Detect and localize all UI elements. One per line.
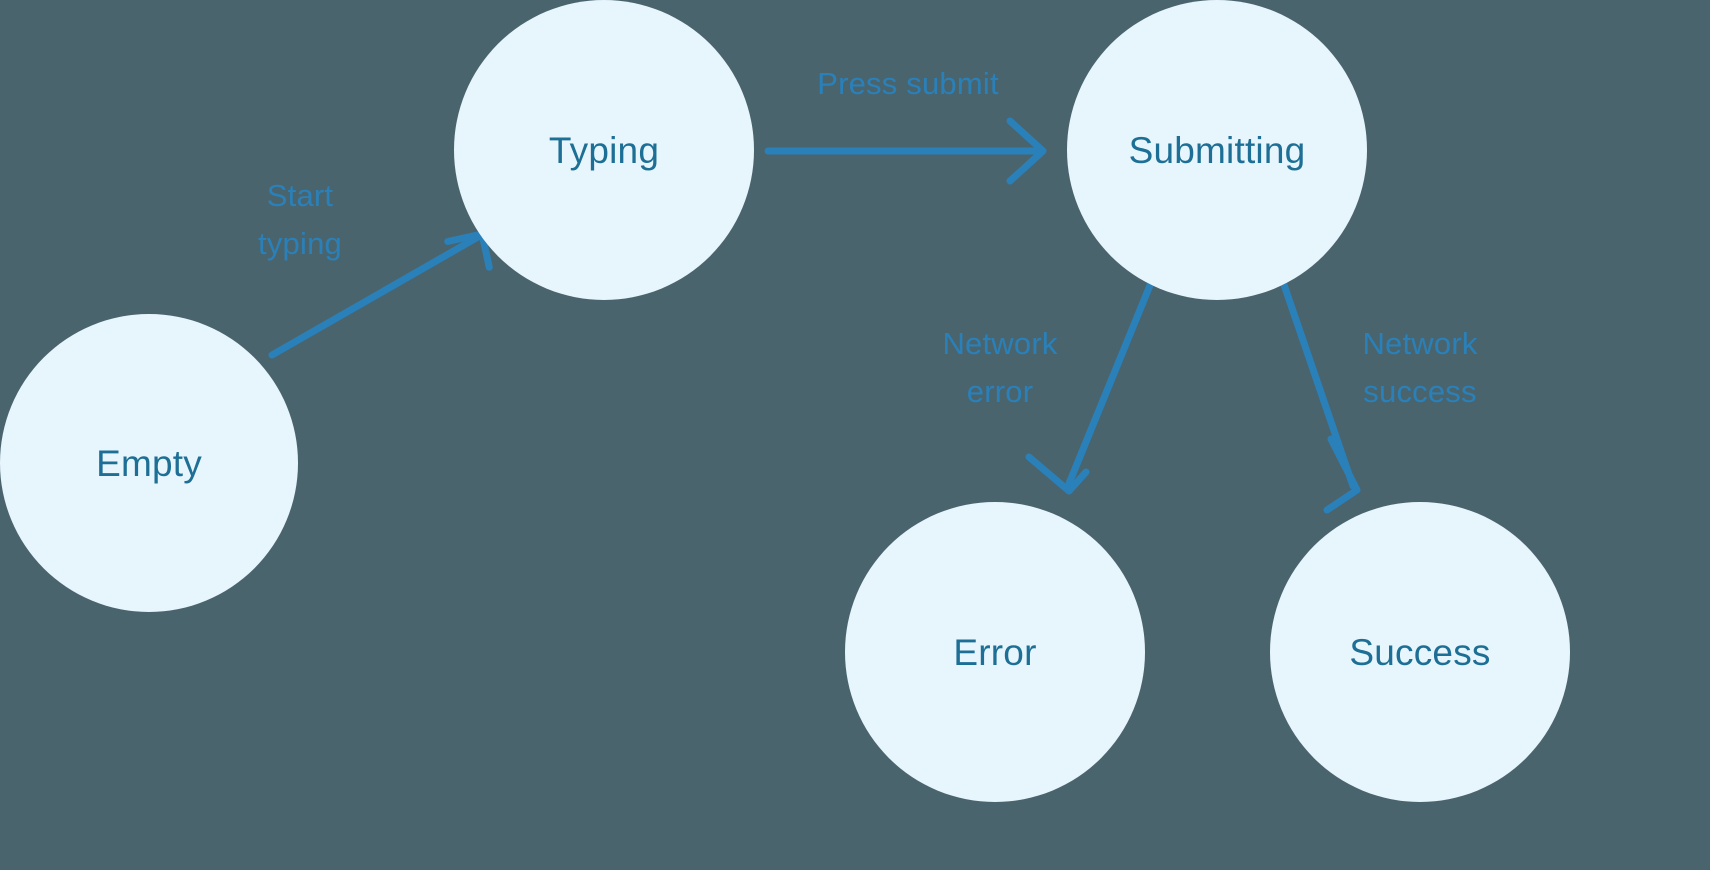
arrowhead-typing-to-submitting — [1006, 117, 1047, 185]
state-node-submitting[interactable]: Submitting — [1067, 0, 1367, 300]
edge-typing-to-submitting — [764, 117, 1047, 185]
state-node-label-empty: Empty — [96, 442, 202, 484]
state-node-error[interactable]: Error — [845, 502, 1145, 802]
edge-line-submitting-to-error — [1064, 274, 1157, 490]
state-node-empty[interactable]: Empty — [0, 314, 298, 612]
state-node-label-error: Error — [953, 631, 1037, 673]
edge-line-empty-to-typing — [268, 233, 482, 359]
edge-label-network-success: Network success — [1362, 326, 1478, 410]
edge-label-start-typing: Start typing — [258, 178, 342, 262]
state-node-typing[interactable]: Typing — [454, 0, 754, 300]
state-node-label-success: Success — [1349, 631, 1491, 673]
state-node-label-submitting: Submitting — [1128, 129, 1306, 171]
arrowhead-submitting-to-success — [1323, 435, 1361, 514]
state-node-label-typing: Typing — [548, 129, 660, 171]
edge-submitting-to-error — [1025, 274, 1157, 495]
state-node-success[interactable]: Success — [1270, 502, 1570, 802]
edge-label-network-error: Network error — [942, 326, 1058, 410]
edge-label-press-submit: Press submit — [817, 66, 999, 101]
arrowhead-submitting-to-error — [1025, 453, 1090, 495]
edge-submitting-to-success — [1277, 272, 1361, 514]
